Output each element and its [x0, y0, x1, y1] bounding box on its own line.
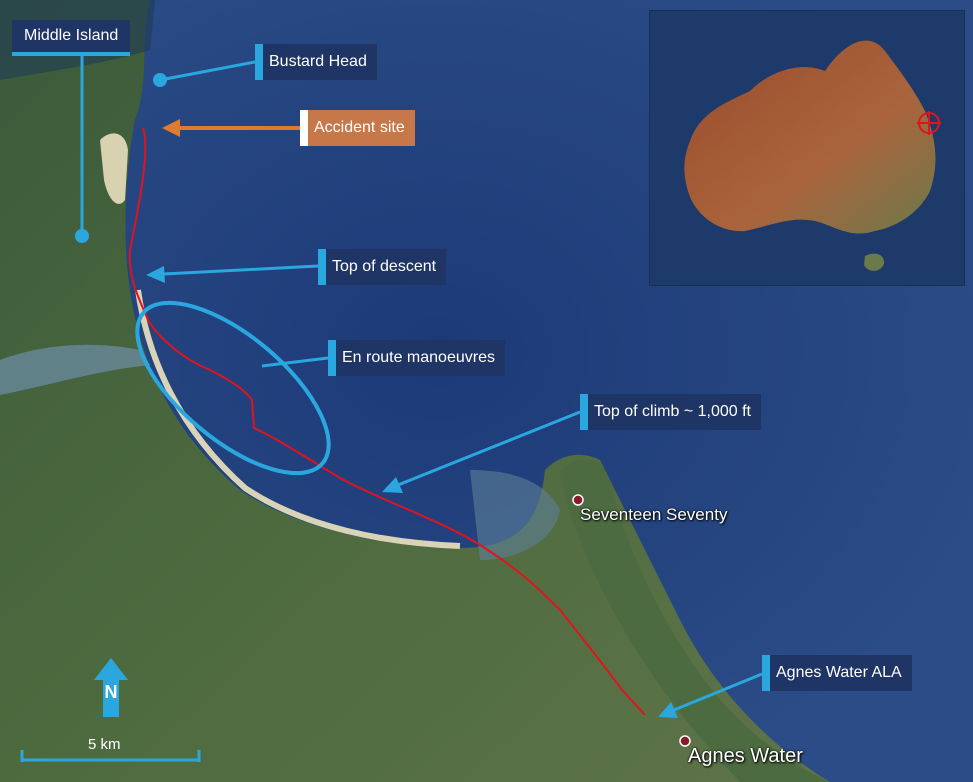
- tasmania-shape: [864, 253, 885, 271]
- scale-label: 5 km: [88, 736, 121, 753]
- climb-arrow-line: [397, 410, 581, 487]
- descent-arrow-head: [146, 266, 165, 283]
- accident-arrow-head: [162, 119, 180, 137]
- middle-island-label: Middle Island: [12, 20, 131, 56]
- agnes-water-marker: [679, 735, 691, 747]
- australia-inset-map: [649, 10, 965, 286]
- ala-arrow-line: [673, 672, 763, 712]
- bustard-head-dot: [153, 73, 167, 87]
- middle-island-dot: [75, 229, 89, 243]
- australia-inset-svg: [650, 11, 964, 285]
- ala-arrow-head: [658, 702, 678, 718]
- estuary: [0, 344, 150, 395]
- manoeuvres-line: [261, 356, 329, 368]
- agnes-water-place: Agnes Water: [688, 745, 803, 767]
- australia-shape: [684, 40, 936, 234]
- descent-arrow-line: [163, 264, 319, 276]
- accident-site-label: Accident site: [300, 110, 415, 146]
- manoeuvres-ellipse: [135, 300, 331, 476]
- seventeen-seventy-place: Seventeen Seventy: [580, 505, 728, 524]
- estuary-south: [470, 470, 560, 560]
- north-arrow-icon: [94, 658, 128, 717]
- sand-dunes: [100, 133, 128, 204]
- flight-path: [128, 127, 646, 716]
- beach: [135, 289, 461, 549]
- bustard-head-line: [159, 60, 256, 82]
- top-of-climb-label: Top of climb ~ 1,000 ft: [580, 394, 761, 430]
- top-of-descent-label: Top of descent: [318, 249, 447, 285]
- bustard-head-label: Bustard Head: [255, 44, 377, 80]
- en-route-manoeuvres-label: En route manoeuvres: [328, 340, 505, 376]
- north-label: N: [104, 682, 118, 702]
- peninsula: [560, 459, 830, 782]
- seventeen-seventy-marker: [572, 494, 584, 506]
- climb-arrow-head: [382, 477, 403, 493]
- agnes-water-ala-label: Agnes Water ALA: [762, 655, 912, 691]
